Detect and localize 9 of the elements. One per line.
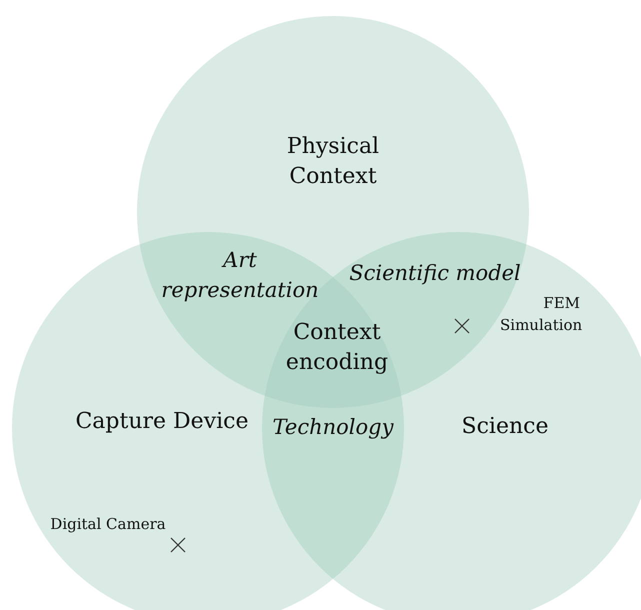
example-label: FEM Simulation xyxy=(500,293,580,336)
set-label: Science xyxy=(460,413,550,441)
set-label: Capture Device xyxy=(74,408,250,436)
center-label: Context encoding xyxy=(284,319,390,377)
overlap-label: Art representation xyxy=(160,247,320,304)
example-label: Digital Camera xyxy=(49,514,167,535)
overlap-label: Scientific model xyxy=(348,260,522,287)
overlap-label: Technology xyxy=(272,414,395,441)
set-label: Physical Context xyxy=(286,133,380,191)
